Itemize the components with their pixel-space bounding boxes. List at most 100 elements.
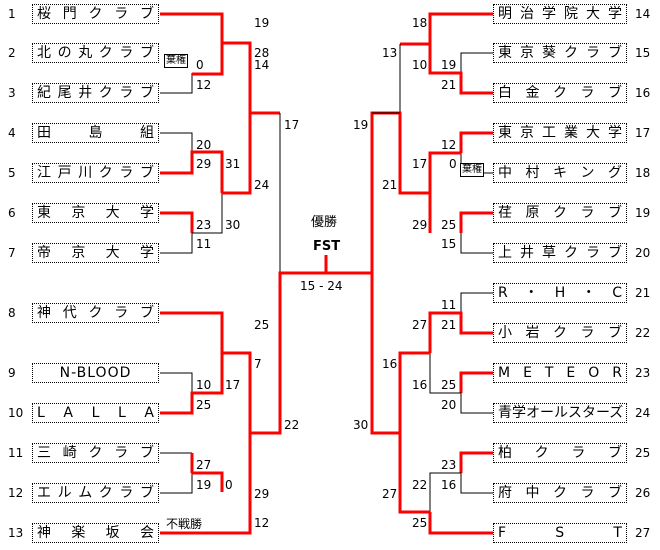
bracket-line bbox=[160, 233, 193, 254]
seed-number: 27 bbox=[635, 526, 651, 540]
score-s5: 29 bbox=[196, 157, 212, 171]
score-r24: 20 bbox=[441, 398, 457, 412]
winner-line bbox=[459, 131, 493, 153]
score-s10a: 17 bbox=[225, 378, 241, 392]
seed-number: 13 bbox=[8, 526, 24, 540]
team-name: 荏原クラブ bbox=[493, 203, 627, 223]
seed-number: 4 bbox=[8, 126, 16, 140]
seed-number: 20 bbox=[635, 246, 651, 260]
winner-line bbox=[398, 351, 430, 433]
score-s11: 27 bbox=[196, 458, 212, 472]
winner-line bbox=[192, 471, 224, 492]
bracket-line bbox=[160, 73, 193, 94]
score-rBot: 30 bbox=[353, 418, 369, 432]
score-r20: 15 bbox=[441, 237, 457, 251]
seed-number: 3 bbox=[8, 86, 16, 100]
score-s2b: 14 bbox=[254, 58, 270, 72]
seed-number: 14 bbox=[635, 7, 651, 21]
score-r15: 19 bbox=[441, 58, 457, 72]
winner-line bbox=[400, 12, 493, 46]
team-name: 神代クラブ bbox=[32, 303, 159, 323]
team-name: 東京大学 bbox=[32, 203, 159, 223]
score-r23: 25 bbox=[441, 378, 457, 392]
seed-number: 11 bbox=[8, 446, 24, 460]
score-rTop: 19 bbox=[353, 118, 369, 132]
score-s8r: 7 bbox=[254, 357, 262, 371]
seed-number: 10 bbox=[8, 406, 24, 420]
winner-line bbox=[428, 151, 461, 233]
bracket-line bbox=[460, 233, 493, 254]
team-name: 神楽坂会 bbox=[32, 523, 159, 543]
score-s7: 11 bbox=[196, 237, 212, 251]
winner-line bbox=[459, 451, 493, 473]
score-s10: 25 bbox=[196, 398, 212, 412]
winner-line bbox=[160, 211, 194, 233]
team-name: 桜門クラブ bbox=[32, 4, 159, 24]
score-r2526: 22 bbox=[412, 478, 428, 492]
team-name: 府中クラブ bbox=[493, 483, 627, 503]
score-r22: 21 bbox=[441, 318, 457, 332]
team-name: 青学オールスターズ bbox=[493, 403, 627, 423]
seed-number: 6 bbox=[8, 206, 16, 220]
champion-title: 優勝 bbox=[311, 215, 338, 230]
team-name: 紀尾井クラブ bbox=[32, 83, 159, 103]
seed-number: 23 bbox=[635, 366, 651, 380]
score-s4567: 24 bbox=[254, 178, 270, 192]
team-name: 白金クラブ bbox=[493, 83, 627, 103]
winner-line bbox=[222, 41, 252, 113]
score-s67: 30 bbox=[225, 218, 241, 232]
score-s12b: 0 bbox=[225, 478, 233, 492]
score-r25: 23 bbox=[441, 458, 457, 472]
seed-number: 7 bbox=[8, 246, 16, 260]
winner-line bbox=[222, 113, 252, 195]
score-s8: 25 bbox=[254, 318, 270, 332]
bracket-line bbox=[429, 353, 493, 414]
bye-label: 不戦勝 bbox=[166, 517, 203, 531]
team-name: エルムクラブ bbox=[32, 483, 159, 503]
winner-line bbox=[160, 150, 224, 193]
team-name: 北の丸クラブ bbox=[32, 43, 159, 63]
team-name: 上井草クラブ bbox=[493, 243, 627, 263]
team-name: 明治学院大学 bbox=[493, 4, 627, 24]
forfeit-label-left: 棄権 bbox=[164, 54, 188, 68]
winner-line bbox=[222, 351, 252, 433]
seed-number: 25 bbox=[635, 446, 651, 460]
seed-number: 21 bbox=[635, 286, 651, 300]
winner-line bbox=[459, 211, 493, 233]
score-r1920: 29 bbox=[412, 218, 428, 232]
score-s12: 19 bbox=[196, 478, 212, 492]
team-name: 東京葵クラブ bbox=[493, 43, 627, 63]
winner-line bbox=[160, 12, 224, 43]
bracket-line bbox=[160, 473, 193, 494]
bracket-line bbox=[460, 292, 493, 313]
seed-number: 8 bbox=[8, 306, 16, 320]
final-score: 15 - 24 bbox=[300, 279, 343, 293]
score-r26: 16 bbox=[441, 478, 457, 492]
winner-line bbox=[326, 271, 430, 514]
seed-number: 2 bbox=[8, 46, 16, 60]
score-s4: 20 bbox=[196, 138, 212, 152]
score-r2122: 27 bbox=[412, 318, 428, 332]
score-r21: 11 bbox=[441, 298, 457, 312]
winner-line bbox=[160, 353, 224, 415]
winner-line bbox=[428, 512, 493, 535]
seed-number: 22 bbox=[635, 326, 651, 340]
bracket-line bbox=[429, 472, 493, 512]
winner-line bbox=[428, 44, 493, 95]
score-r27: 25 bbox=[412, 516, 428, 530]
score-r2527: 27 bbox=[382, 487, 398, 501]
team-name: 田島組 bbox=[32, 123, 159, 143]
score-r18: 0 bbox=[449, 157, 457, 171]
score-r16: 21 bbox=[441, 78, 457, 92]
seed-number: 9 bbox=[8, 366, 16, 380]
score-r17: 12 bbox=[441, 138, 457, 152]
team-name: 三崎クラブ bbox=[32, 443, 159, 463]
score-s1: 19 bbox=[254, 16, 270, 30]
seed-number: 19 bbox=[635, 206, 651, 220]
bracket-line bbox=[160, 372, 193, 393]
winner-line bbox=[192, 43, 224, 76]
score-s2a: 0 bbox=[196, 58, 204, 72]
